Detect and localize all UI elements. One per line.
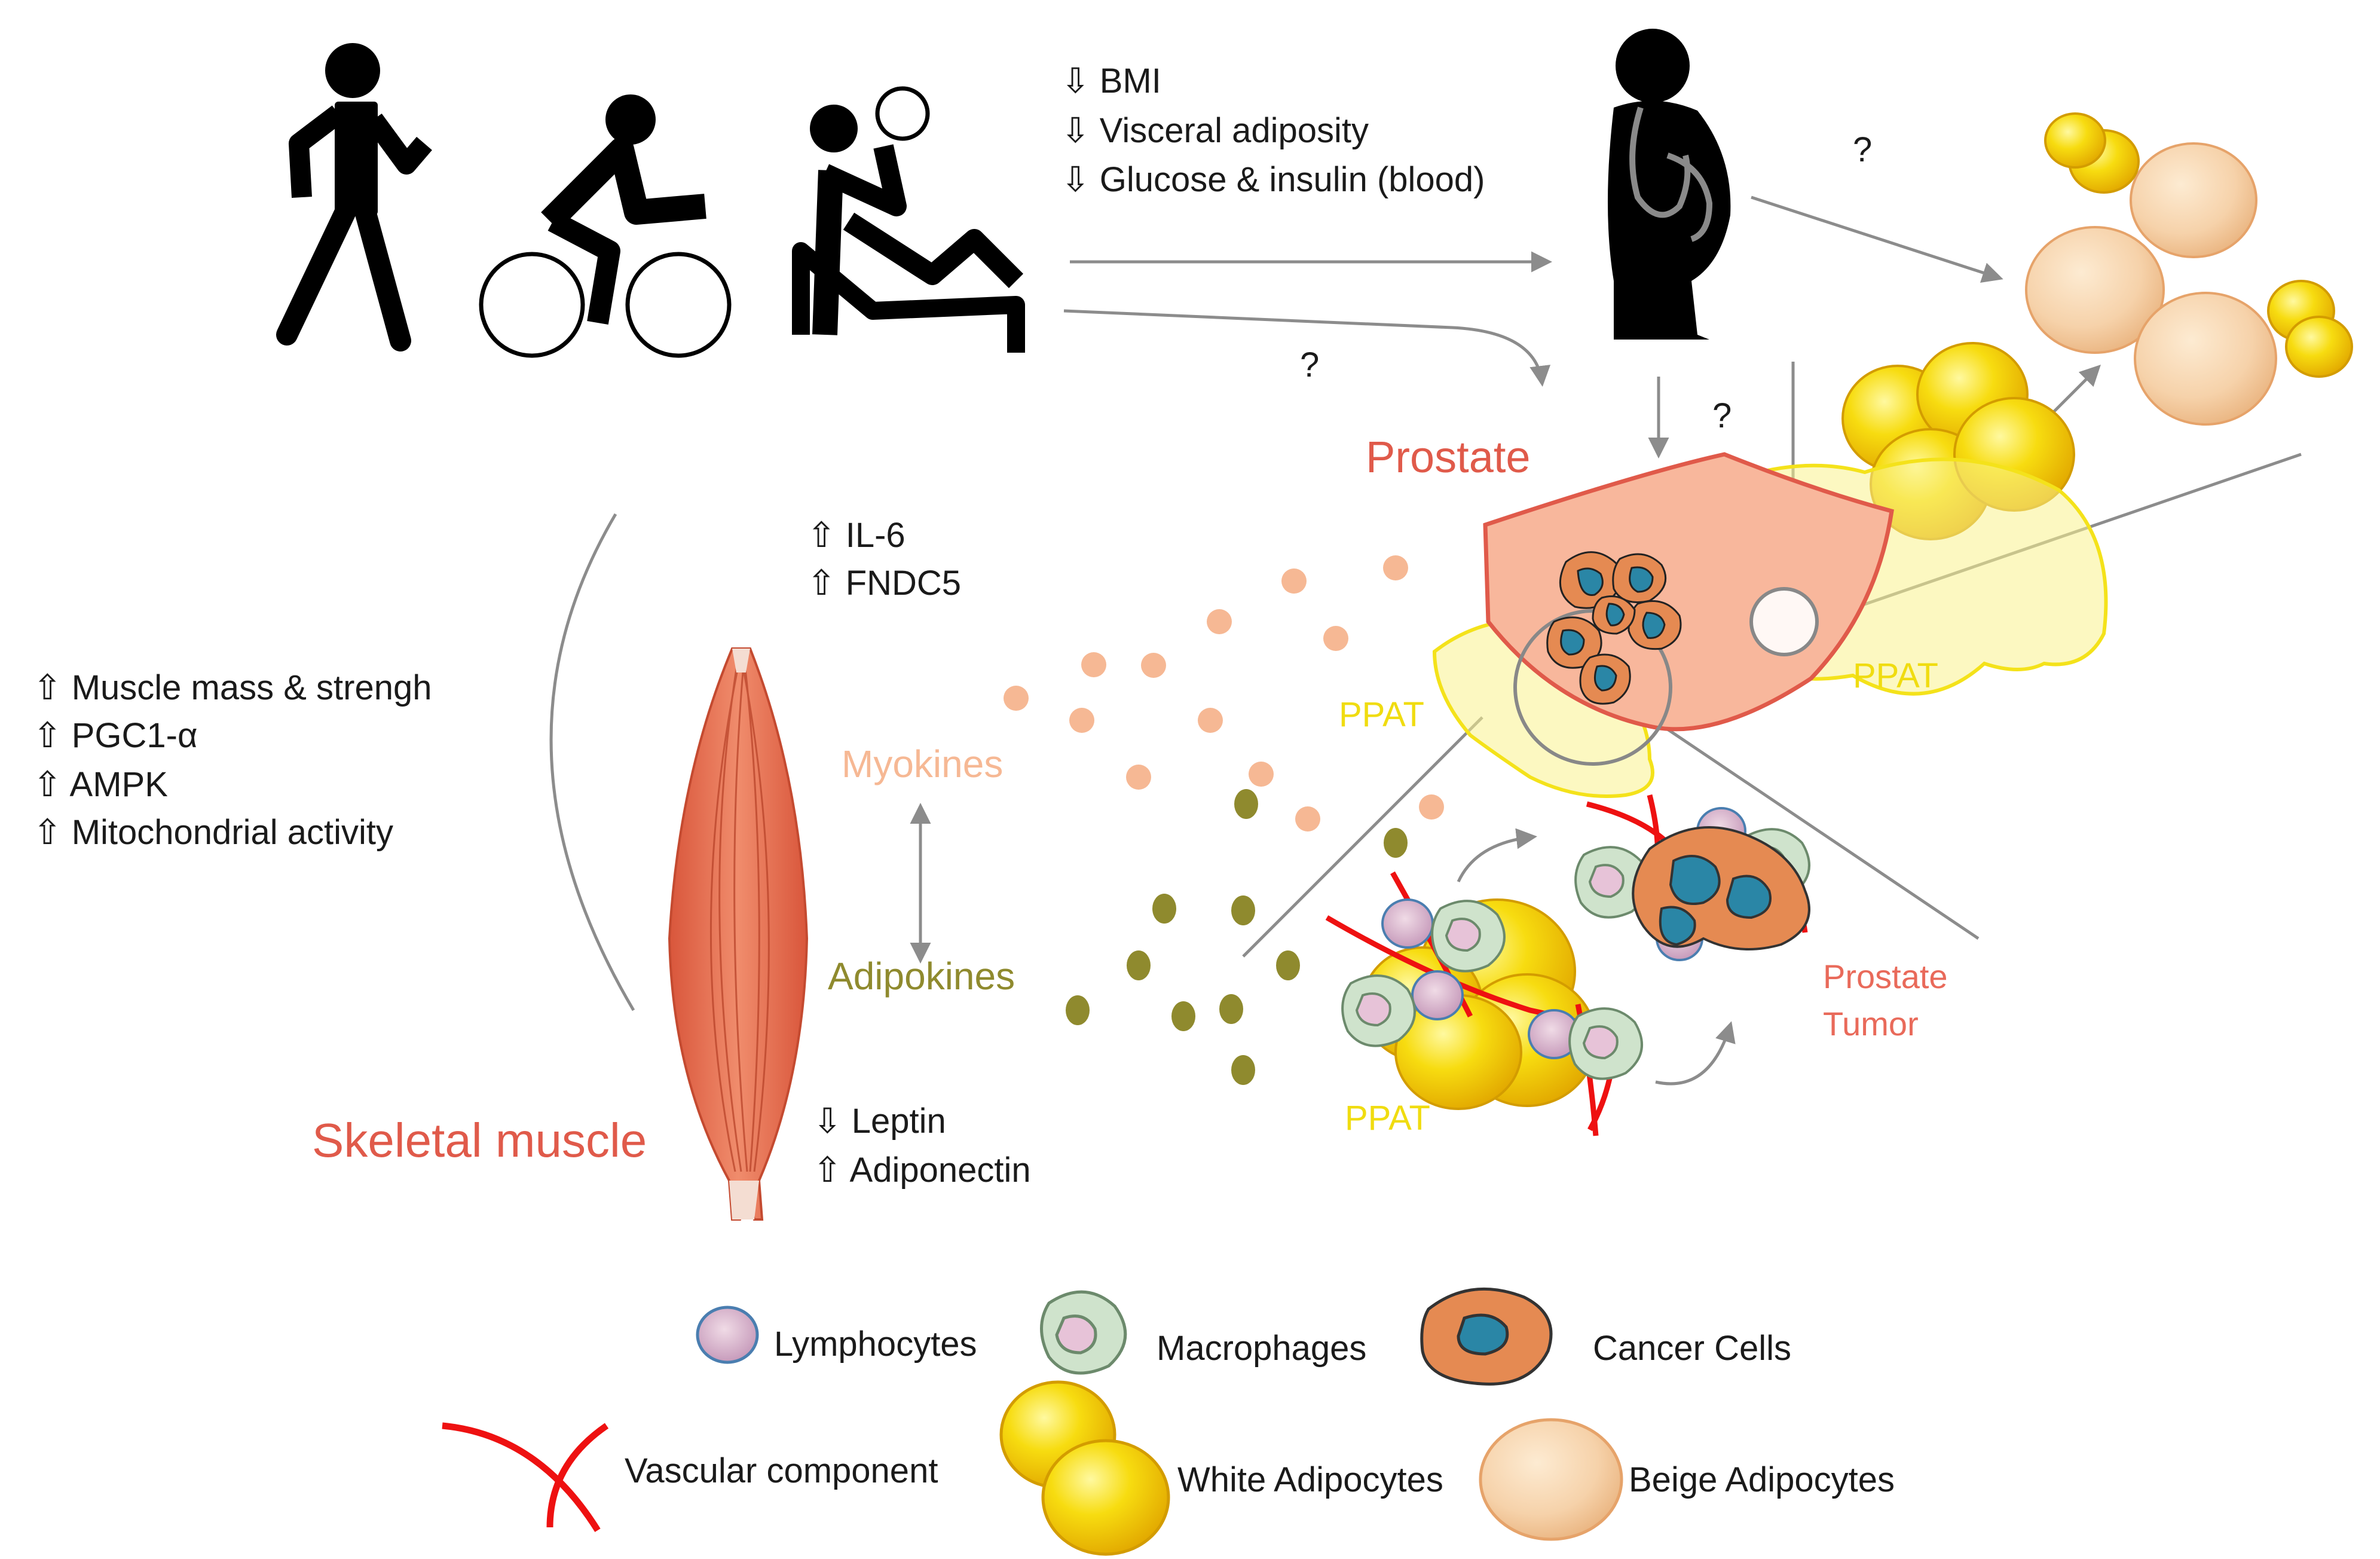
cycling-person-icon xyxy=(479,94,732,358)
adipokine-dots xyxy=(1066,789,1408,1085)
effect-visceral-adiposity: ⇩ Visceral adiposity xyxy=(1061,111,1369,150)
question-mark: ? xyxy=(1712,396,1732,435)
systemic-effects: ⇩ BMI ⇩ Visceral adiposity ⇩ Glucose & i… xyxy=(1061,62,1485,199)
connector-arrows xyxy=(549,195,2302,1086)
tumor-microenvironment xyxy=(1325,794,1810,1136)
macrophage-icon xyxy=(1040,1290,1127,1375)
adipokines-label: Adipokines xyxy=(828,955,1015,998)
effect-adiponectin: ⇧ Adiponectin xyxy=(813,1151,1031,1190)
question-mark: ? xyxy=(1300,346,1319,384)
macrophage-cells xyxy=(1341,828,1810,1080)
walking-person-icon xyxy=(276,43,432,351)
effect-muscle-mass: ⇧ Muscle mass & strengh xyxy=(33,668,432,707)
legend-lymphocytes: Lymphocytes xyxy=(774,1325,977,1364)
vascular-icon xyxy=(442,1422,609,1532)
skeletal-muscle-illustration xyxy=(668,647,809,1221)
skeletal-muscle-label: Skeletal muscle xyxy=(312,1114,647,1167)
prostate-label: Prostate xyxy=(1366,432,1531,482)
effect-bmi: ⇩ BMI xyxy=(1061,62,1161,100)
effect-mitochondrial: ⇧ Mitochondrial activity xyxy=(33,813,393,852)
legend: Lymphocytes Macrophages Cancer Cells Vas… xyxy=(442,1287,1895,1556)
effect-leptin: ⇩ Leptin xyxy=(813,1102,946,1141)
ppat-label: PPAT xyxy=(1853,656,1938,695)
beige-adipocytes-cluster xyxy=(2025,142,2277,426)
question-mark: ? xyxy=(1853,130,1872,169)
adipokine-effects: ⇩ Leptin ⇧ Adiponectin xyxy=(813,1102,1031,1190)
legend-white-adipocytes: White Adipocytes xyxy=(1177,1460,1443,1499)
tumor-cancer-cells xyxy=(1632,826,1810,950)
effect-il6: ⇧ IL-6 xyxy=(807,516,905,555)
myokine-effects: ⇧ IL-6 ⇧ FNDC5 xyxy=(807,516,961,603)
effect-ampk: ⇧ AMPK xyxy=(33,765,168,804)
muscle-effects: ⇧ Muscle mass & strengh ⇧ PGC1-α ⇧ AMPK … xyxy=(33,668,432,852)
ppat-label: PPAT xyxy=(1345,1099,1430,1138)
beige-adipocyte-icon xyxy=(1479,1418,1623,1541)
myokines-label: Myokines xyxy=(842,742,1003,785)
legend-macrophages: Macrophages xyxy=(1157,1329,1366,1368)
effect-pgc1a: ⇧ PGC1-α xyxy=(33,716,198,755)
obese-person-icon xyxy=(1608,29,1731,340)
prostate-tumor-label: Prostate xyxy=(1823,958,1948,995)
legend-beige-adipocytes: Beige Adipocytes xyxy=(1629,1460,1895,1499)
white-adipocyte-icon xyxy=(999,1380,1170,1556)
legend-vascular: Vascular component xyxy=(625,1451,938,1490)
myokine-dots xyxy=(1004,555,1444,832)
cancer-cell-icon xyxy=(1420,1287,1553,1386)
ppat-label: PPAT xyxy=(1339,695,1424,734)
cancer-cells-cluster xyxy=(1546,551,1682,705)
prostate-tumor-label: Tumor xyxy=(1823,1005,1919,1043)
legend-cancer-cells: Cancer Cells xyxy=(1593,1329,1791,1368)
effect-fndc5: ⇧ FNDC5 xyxy=(807,564,961,603)
prostate-organ xyxy=(1432,452,2108,798)
effect-glucose-insulin: ⇩ Glucose & insulin (blood) xyxy=(1061,160,1485,199)
weightlifting-person-icon xyxy=(792,86,1025,353)
lymphocyte-icon xyxy=(696,1306,759,1364)
